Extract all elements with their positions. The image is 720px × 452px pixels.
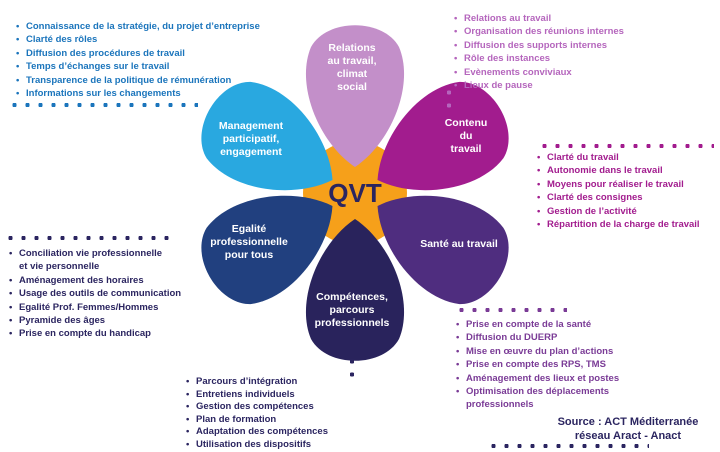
list-item: Plan de formation: [185, 414, 328, 427]
petal-label-relations: Relations au travail, climat social: [327, 42, 377, 93]
petal-label-egalite: Egalité professionnelle pour tous: [210, 223, 288, 261]
list-item: Utilisation des dispositifs: [185, 439, 328, 452]
qvt-center-label: QVT: [328, 178, 382, 208]
list-item: Clarté des consignes: [536, 191, 700, 205]
petal-egalite-professionnelle: [201, 195, 333, 305]
list-item: Adaptation des compétences: [185, 426, 328, 439]
petal-contenu-du-travail: [377, 81, 509, 191]
dotted-connector-egalite: [4, 235, 176, 241]
list-item: Lieux de pause: [453, 79, 624, 93]
list-item: Mise en œuvre du plan d’actions: [455, 345, 619, 359]
list-item: Evènements conviviaux: [453, 66, 624, 80]
list-egalite: Conciliation vie professionnelle et vie …: [8, 247, 181, 341]
list-competences: Parcours d’intégration Entretiens indivi…: [185, 376, 328, 451]
list-item: Aménagement des horaires: [8, 274, 181, 288]
list-item: Moyens pour réaliser le travail: [536, 178, 700, 192]
list-contenu: Clarté du travail Autonomie dans le trav…: [536, 151, 700, 232]
list-item: Autonomie dans le travail: [536, 164, 700, 178]
petal-label-sante: Santé au travail: [420, 238, 498, 250]
petal-label-contenu: Contenu du travail: [444, 117, 488, 155]
list-item: Diffusion du DUERP: [455, 331, 619, 345]
dotted-connector-bottom: [487, 443, 649, 449]
list-item: Conciliation vie professionnelle et vie …: [8, 247, 181, 274]
source-line1: Source : ACT Méditerranée: [557, 416, 699, 428]
list-item: Connaissance de la stratégie, du projet …: [15, 20, 260, 34]
list-item: Clarté du travail: [536, 151, 700, 165]
qvt-flower: QVT: [201, 25, 509, 361]
dotted-connector-sante: [455, 307, 567, 313]
list-item: Organisation des réunions internes: [453, 25, 624, 39]
petal-relations-au-travail: [305, 25, 405, 167]
list-item: Transparence de la politique de rémunéra…: [15, 74, 260, 88]
list-item: Aménagement des lieux et postes: [455, 372, 619, 386]
list-item: Egalité Prof. Femmes/Hommes: [8, 301, 181, 315]
list-item: Rôle des instances: [453, 52, 624, 66]
list-item: Prise en compte du handicap: [8, 327, 181, 341]
petal-management-participatif: [201, 81, 333, 191]
list-item: Informations sur les changements: [15, 87, 260, 101]
list-sante: Prise en compte de la santé Diffusion du…: [455, 318, 619, 412]
list-item: Usage des outils de communication: [8, 287, 181, 301]
list-management: Connaissance de la stratégie, du projet …: [15, 20, 260, 101]
list-item: Pyramide des âges: [8, 314, 181, 328]
dotted-connector-relations: [446, 86, 452, 112]
dotted-connector-competences: [349, 355, 355, 379]
source-line2: réseau Aract - Anact: [574, 429, 682, 442]
list-item: Gestion des compétences: [185, 401, 328, 414]
list-item: Répartition de la charge de travail: [536, 218, 700, 232]
source-attribution: Source : ACT Méditerranée réseau Aract -…: [538, 416, 718, 443]
petal-label-management: Management participatif, engagement: [218, 120, 284, 158]
petal-sante-au-travail: [377, 195, 509, 305]
list-relations: Relations au travail Organisation des ré…: [453, 12, 624, 93]
petal-competences-parcours: [305, 219, 405, 361]
list-item: Optimisation des déplacements profession…: [455, 385, 619, 412]
petal-label-competences: Compétences, parcours professionnels: [314, 291, 390, 329]
list-item: Diffusion des procédures de travail: [15, 47, 260, 61]
list-item: Diffusion des supports internes: [453, 39, 624, 53]
list-item: Prise en compte des RPS, TMS: [455, 358, 619, 372]
list-item: Prise en compte de la santé: [455, 318, 619, 332]
list-item: Parcours d’intégration: [185, 376, 328, 389]
list-item: Entretiens individuels: [185, 389, 328, 402]
list-item: Relations au travail: [453, 12, 624, 26]
dotted-connector-contenu: [538, 143, 714, 149]
dotted-connector-management: [8, 102, 198, 108]
list-item: Gestion de l’activité: [536, 205, 700, 219]
list-item: Clarté des rôles: [15, 33, 260, 47]
list-item: Temps d’échanges sur le travail: [15, 60, 260, 74]
